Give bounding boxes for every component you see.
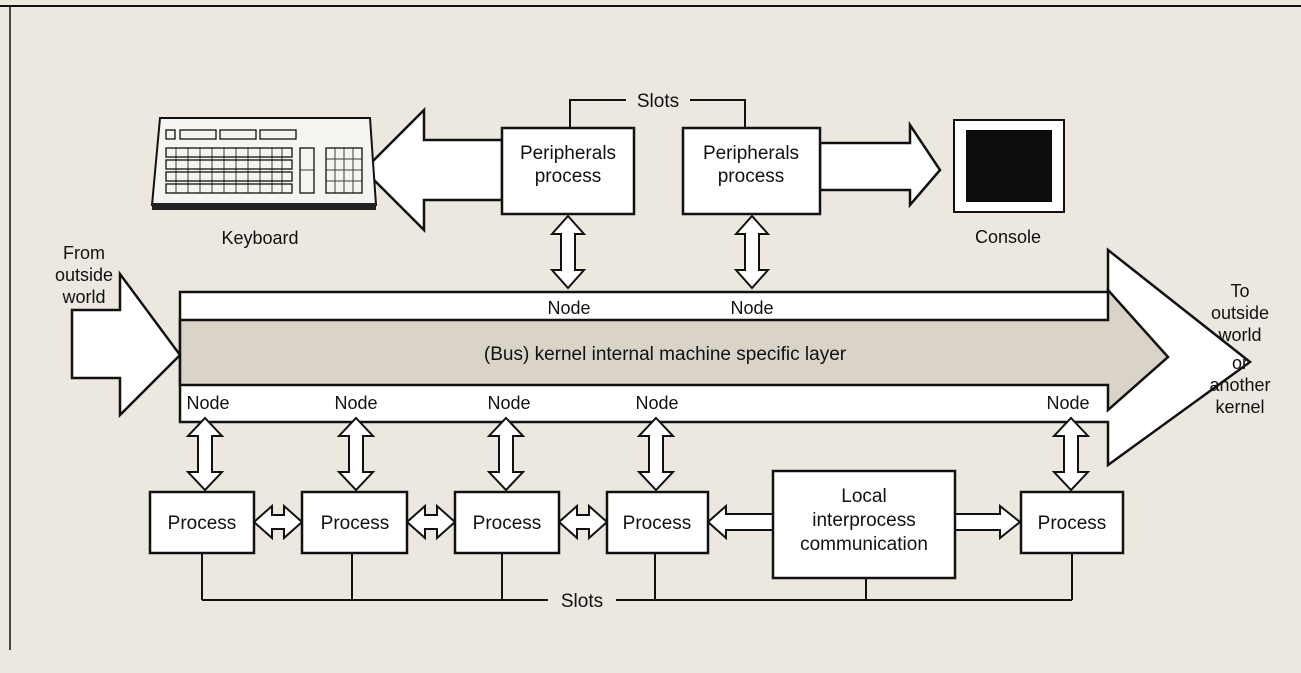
process-box-4 [605, 490, 710, 555]
to-outside-line-4: or [1232, 353, 1248, 373]
process-label-3: Process [473, 513, 542, 534]
ipc-arrow-local-5 [954, 503, 1022, 541]
node-bottom-3: Node [487, 393, 530, 413]
node-process-arrow-5 [1051, 416, 1091, 492]
keyboard-label: Keyboard [221, 228, 298, 248]
bus-inner-band [178, 286, 1170, 413]
node-bottom-2: Node [334, 393, 377, 413]
local-ipc-line-3: communication [800, 534, 928, 555]
process-label-4: Process [623, 513, 692, 534]
slots-top-bracket-right [690, 99, 746, 128]
arrow-to-keyboard [362, 106, 504, 234]
node-bottom-4: Node [635, 393, 678, 413]
to-outside-line-6: kernel [1215, 397, 1264, 417]
to-outside-line-1: To [1230, 281, 1249, 301]
node-process-arrow-3 [486, 416, 526, 492]
node-process-arrow-2 [336, 416, 376, 492]
to-outside-line-3: world [1217, 325, 1261, 345]
peripherals-left-line-2: process [535, 166, 602, 187]
peripherals-right-line-2: process [718, 166, 785, 187]
process-box-1 [148, 490, 256, 555]
process-label-1: Process [168, 513, 237, 534]
node-top-2: Node [730, 298, 773, 318]
node-process-arrow-1 [185, 416, 225, 492]
keyboard-icon [150, 117, 378, 210]
process-label-2: Process [321, 513, 390, 534]
peripherals-right-line-1: Peripherals [703, 143, 799, 164]
to-outside-line-2: outside [1211, 303, 1269, 323]
periph-left-node-arrow [549, 214, 587, 290]
bus-label: (Bus) kernel internal machine specific l… [484, 344, 847, 365]
local-ipc-line-1: Local [841, 486, 886, 507]
process-label-5: Process [1038, 513, 1107, 534]
from-outside-line-2: outside [55, 265, 113, 285]
periph-right-node-arrow [733, 214, 771, 290]
peripherals-process-left [500, 126, 636, 216]
incoming-arrow [70, 270, 182, 419]
node-bottom-1: Node [186, 393, 229, 413]
local-ipc-box [771, 469, 957, 580]
arrow-to-console [818, 120, 942, 209]
local-ipc-line-2: interprocess [812, 510, 916, 531]
node-bottom-5: Node [1046, 393, 1089, 413]
slots-top-bracket-left [569, 99, 626, 128]
peripherals-process-right [681, 126, 822, 216]
slots-bottom-label: Slots [561, 591, 603, 612]
peripherals-left-line-1: Peripherals [520, 143, 616, 164]
process-box-5 [1019, 490, 1125, 555]
from-outside-line-1: From [63, 243, 105, 263]
console-icon [953, 119, 1065, 213]
node-top-1: Node [547, 298, 590, 318]
node-process-arrow-4 [636, 416, 676, 492]
from-outside-line-3: world [61, 287, 105, 307]
console-label: Console [975, 227, 1041, 247]
to-outside-line-5: another [1209, 375, 1270, 395]
process-box-2 [300, 490, 409, 555]
slots-bottom-connectors [201, 553, 1073, 601]
slots-top-label: Slots [637, 91, 679, 112]
process-box-3 [453, 490, 561, 555]
